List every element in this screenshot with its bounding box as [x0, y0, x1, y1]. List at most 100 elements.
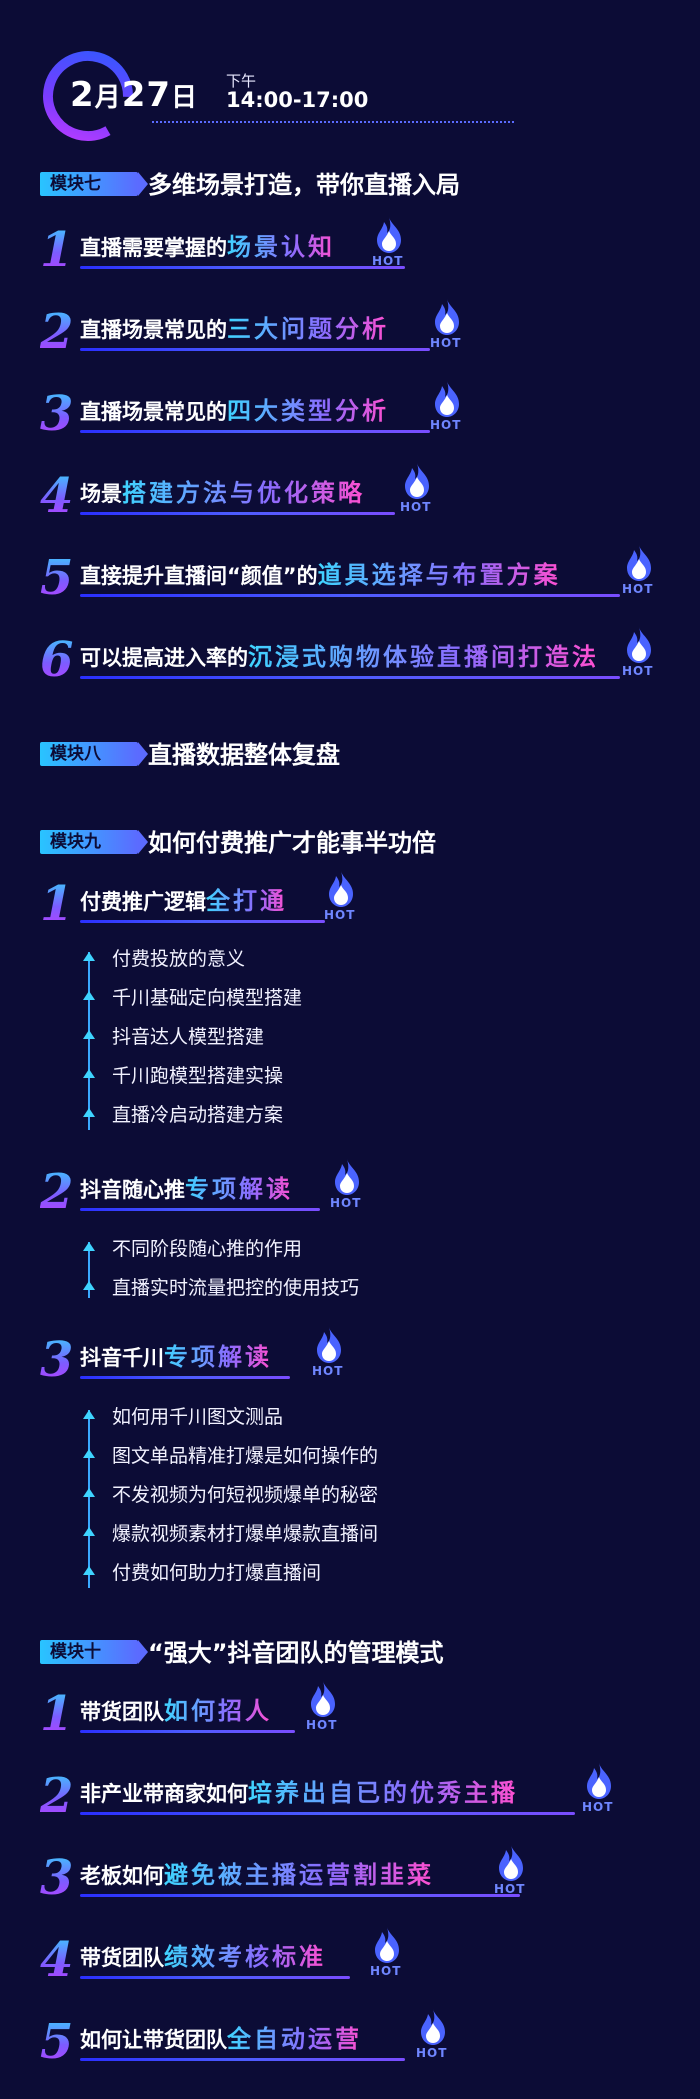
flame-icon	[587, 1763, 611, 1799]
list-connector-line	[88, 1410, 90, 1588]
lesson-item: 2 直播场景常见的三大问题分析 HOT	[40, 299, 680, 364]
lesson-item: 3 抖音千川专项解读 HOT	[40, 1327, 680, 1392]
dotted-divider	[152, 121, 514, 123]
title-underline	[80, 1894, 520, 1897]
lesson-title: 直播需要掌握的场景认知	[80, 233, 335, 261]
lesson-number: 1	[40, 1686, 74, 1742]
lesson-number: 2	[40, 1164, 74, 1220]
sub-topic-list: 如何用千川图文测品 图文单品精准打爆是如何操作的 不发视频为何短视频爆单的秘密 …	[78, 1398, 498, 1598]
title-underline	[80, 1976, 350, 1979]
flame-icon	[435, 381, 459, 417]
lesson-item: 1 带货团队如何招人 HOT	[40, 1681, 680, 1746]
date-ring-logo	[38, 46, 138, 146]
lesson-title: 直接提升直播间“颜值”的道具选择与布置方案	[80, 561, 561, 589]
time-period: 下午	[226, 72, 257, 90]
module-badge: 模块九	[40, 830, 148, 854]
lesson-number: 5	[40, 2014, 74, 2070]
hot-badge: HOT	[430, 298, 466, 354]
title-underline	[80, 2058, 405, 2061]
lesson-title: 抖音千川专项解读	[80, 1343, 272, 1371]
hot-badge: HOT	[430, 380, 466, 436]
lesson-number: 2	[40, 1768, 74, 1824]
title-underline	[80, 1376, 290, 1379]
flame-icon	[627, 545, 651, 581]
lesson-number: 6	[40, 632, 74, 688]
lesson-item: 5 直接提升直播间“颜值”的道具选择与布置方案 HOT	[40, 545, 680, 610]
title-underline	[80, 1730, 295, 1733]
title-underline	[80, 512, 395, 515]
hot-badge: HOT	[330, 1158, 366, 1214]
lesson-number: 1	[40, 222, 74, 278]
hot-badge: HOT	[306, 1680, 342, 1736]
flame-icon	[499, 1845, 523, 1881]
hot-badge: HOT	[400, 462, 436, 518]
lesson-title: 场景搭建方法与优化策略	[80, 479, 365, 507]
hot-badge: HOT	[494, 1844, 530, 1900]
lesson-number: 3	[40, 386, 74, 442]
title-underline	[80, 348, 430, 351]
lesson-item: 4 场景搭建方法与优化策略 HOT	[40, 463, 680, 528]
module-badge: 模块八	[40, 742, 148, 766]
module-badge: 模块七	[40, 172, 148, 196]
title-underline	[80, 594, 620, 597]
triangle-up-icon	[83, 991, 95, 1000]
lesson-number: 1	[40, 876, 74, 932]
date-label: 2月27日	[70, 75, 199, 115]
title-underline	[80, 266, 405, 269]
flame-icon	[317, 1327, 341, 1363]
triangle-up-icon	[83, 1108, 95, 1117]
triangle-up-icon	[83, 1281, 95, 1290]
hot-badge: HOT	[582, 1762, 618, 1818]
flame-icon	[329, 871, 353, 907]
lesson-item: 4 带货团队绩效考核标准 HOT	[40, 1927, 680, 1992]
flame-icon	[627, 627, 651, 663]
ring-icon	[43, 51, 133, 141]
triangle-up-icon	[83, 1242, 95, 1251]
hot-badge: HOT	[416, 2008, 452, 2064]
module-title: 直播数据整体复盘	[148, 741, 340, 769]
lesson-title: 非产业带商家如何培养出自已的优秀主播	[80, 1779, 518, 1807]
flame-icon	[311, 1681, 335, 1717]
lesson-title: 直播场景常见的三大问题分析	[80, 315, 389, 343]
list-connector-line	[88, 952, 90, 1130]
hot-badge: HOT	[324, 870, 360, 926]
flame-icon	[421, 2009, 445, 2045]
module-badge: 模块十	[40, 1640, 148, 1664]
hot-badge: HOT	[372, 216, 408, 272]
time-range: 14:00-17:00	[226, 88, 369, 112]
lesson-title: 带货团队如何招人	[80, 1697, 272, 1725]
lesson-number: 4	[40, 468, 74, 524]
list-connector-line	[88, 1242, 90, 1298]
lesson-title: 付费推广逻辑全打通	[80, 887, 287, 915]
lesson-item: 2 非产业带商家如何培养出自已的优秀主播 HOT	[40, 1763, 680, 1828]
flame-icon	[377, 217, 401, 253]
triangle-up-icon	[83, 1527, 95, 1536]
lesson-number: 2	[40, 304, 74, 360]
lesson-item: 3 老板如何避免被主播运营割韭菜 HOT	[40, 1845, 680, 1910]
lesson-item: 6 可以提高进入率的沉浸式购物体验直播间打造法 HOT	[40, 627, 680, 692]
lesson-number: 3	[40, 1332, 74, 1388]
flame-icon	[405, 463, 429, 499]
module-title: 多维场景打造，带你直播入局	[148, 171, 460, 199]
triangle-up-icon	[83, 1449, 95, 1458]
module-title: “强大”抖音团队的管理模式	[148, 1639, 444, 1667]
triangle-up-icon	[83, 1030, 95, 1039]
sub-topic-list: 付费投放的意义 千川基础定向模型搭建 抖音达人模型搭建 千川跑模型搭建实操 直播…	[78, 940, 498, 1140]
lesson-number: 4	[40, 1932, 74, 1988]
lesson-item: 1 直播需要掌握的场景认知 HOT	[40, 217, 680, 282]
lesson-item: 1 付费推广逻辑全打通 HOT	[40, 871, 680, 936]
lesson-title: 抖音随心推专项解读	[80, 1175, 293, 1203]
hot-badge: HOT	[370, 1926, 406, 1982]
lesson-number: 3	[40, 1850, 74, 1906]
title-underline	[80, 676, 620, 679]
triangle-up-icon	[83, 1069, 95, 1078]
lesson-title: 带货团队绩效考核标准	[80, 1943, 326, 1971]
lesson-item: 5 如何让带货团队全自动运营 HOT	[40, 2009, 680, 2074]
title-underline	[80, 1208, 320, 1211]
hot-badge: HOT	[312, 1326, 348, 1382]
sub-topic-list: 不同阶段随心推的作用 直播实时流量把控的使用技巧	[78, 1230, 498, 1310]
lesson-item: 2 抖音随心推专项解读 HOT	[40, 1159, 680, 1224]
triangle-up-icon	[83, 1410, 95, 1419]
hot-badge: HOT	[622, 544, 658, 600]
